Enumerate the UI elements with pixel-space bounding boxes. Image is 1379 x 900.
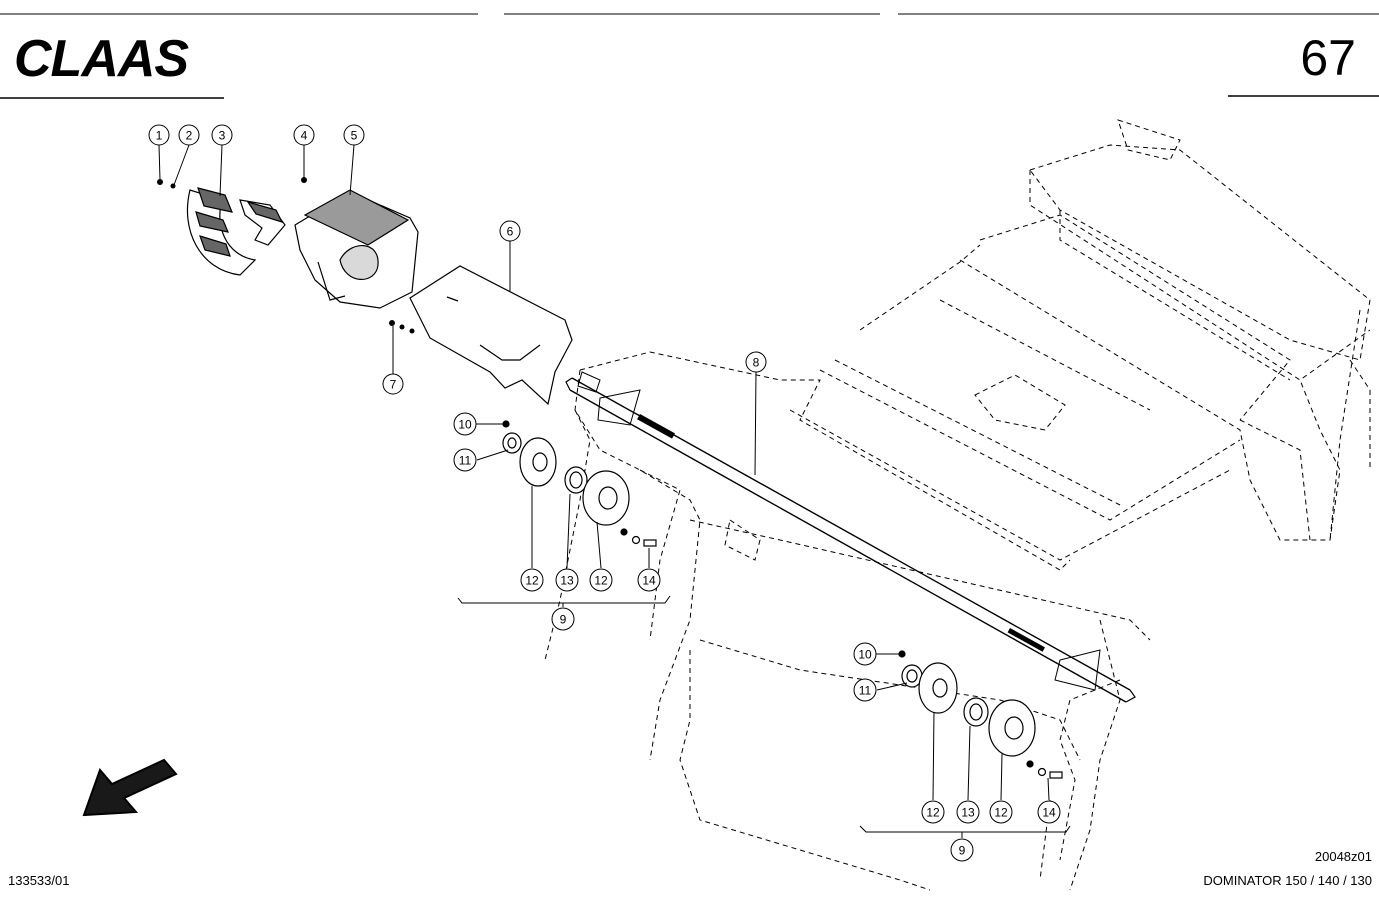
svg-text:11: 11 bbox=[459, 454, 472, 468]
callout-14-left: 14 bbox=[637, 568, 661, 592]
fasteners-upper bbox=[157, 177, 415, 334]
brand-logo: CLAAS bbox=[14, 30, 189, 88]
arrow-down-left-icon bbox=[82, 758, 178, 817]
main-shaft bbox=[565, 371, 1136, 703]
header: CLAAS 67 bbox=[0, 13, 1379, 99]
callout-2: 2 bbox=[178, 124, 200, 146]
bearing-housing bbox=[294, 189, 419, 309]
cover-plate bbox=[409, 265, 573, 406]
svg-text:14: 14 bbox=[642, 574, 656, 588]
svg-text:13: 13 bbox=[961, 806, 975, 820]
callout-8: 8 bbox=[745, 351, 767, 373]
svg-text:8: 8 bbox=[753, 356, 760, 370]
callout-11-left: 11 bbox=[453, 448, 477, 472]
callout-13-left: 13 bbox=[555, 568, 579, 592]
svg-text:13: 13 bbox=[560, 574, 574, 588]
svg-text:9: 9 bbox=[959, 844, 966, 858]
callout-10-left: 10 bbox=[453, 412, 477, 436]
callout-9-right: 9 bbox=[950, 838, 974, 862]
callout-7: 7 bbox=[382, 373, 404, 395]
svg-text:12: 12 bbox=[525, 574, 539, 588]
callout-5: 5 bbox=[343, 124, 365, 146]
svg-text:7: 7 bbox=[390, 378, 397, 392]
callout-9-left: 9 bbox=[551, 607, 575, 631]
bearing-shells bbox=[186, 187, 286, 276]
callout-10-right: 10 bbox=[853, 642, 877, 666]
callout-12-right-b: 12 bbox=[989, 800, 1013, 824]
callout-11-right: 11 bbox=[853, 678, 877, 702]
footer: 133533/01 20048z01 DOMINATOR 150 / 140 /… bbox=[8, 849, 1372, 888]
callout-12-left-a: 12 bbox=[520, 568, 544, 592]
svg-text:3: 3 bbox=[219, 129, 226, 143]
page-number: 67 bbox=[1300, 30, 1356, 86]
callout-1: 1 bbox=[148, 124, 170, 146]
callout-13-right: 13 bbox=[956, 800, 980, 824]
bearing-group-left bbox=[502, 420, 657, 547]
svg-text:10: 10 bbox=[858, 648, 872, 662]
figure-id: 20048z01 bbox=[1315, 849, 1372, 864]
callout-6: 6 bbox=[499, 220, 521, 242]
svg-text:12: 12 bbox=[994, 806, 1008, 820]
svg-text:14: 14 bbox=[1042, 806, 1056, 820]
callout-4: 4 bbox=[293, 124, 315, 146]
model-name: DOMINATOR 150 / 140 / 130 bbox=[1203, 873, 1372, 888]
svg-text:9: 9 bbox=[560, 613, 567, 627]
svg-text:10: 10 bbox=[458, 418, 472, 432]
svg-text:4: 4 bbox=[301, 129, 308, 143]
svg-text:6: 6 bbox=[507, 225, 514, 239]
svg-text:1: 1 bbox=[156, 129, 163, 143]
svg-text:5: 5 bbox=[351, 129, 358, 143]
document-id: 133533/01 bbox=[8, 873, 69, 888]
callout-12-left-b: 12 bbox=[589, 568, 613, 592]
chassis-frame bbox=[544, 119, 1371, 891]
leader-lines bbox=[158, 144, 1071, 838]
callout-3: 3 bbox=[211, 124, 233, 146]
svg-text:11: 11 bbox=[859, 684, 872, 698]
svg-text:12: 12 bbox=[594, 574, 608, 588]
bearing-group-right bbox=[898, 650, 1063, 779]
callout-14-right: 14 bbox=[1037, 800, 1061, 824]
svg-text:12: 12 bbox=[926, 806, 940, 820]
svg-text:2: 2 bbox=[186, 129, 193, 143]
callout-12-right-a: 12 bbox=[921, 800, 945, 824]
